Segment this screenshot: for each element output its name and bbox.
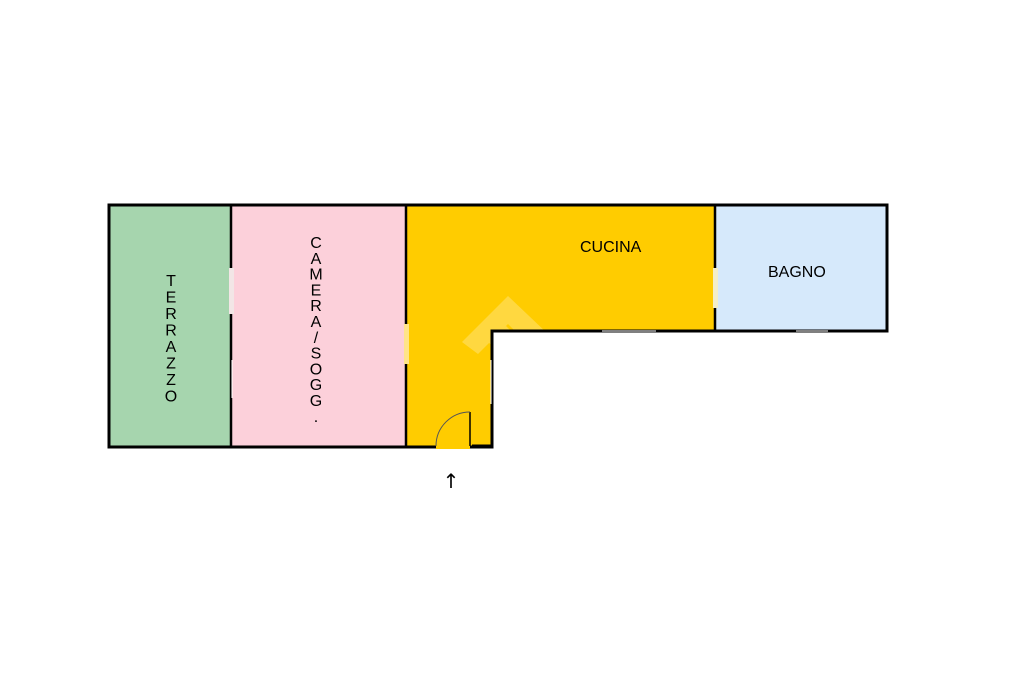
- entrance-door: [435, 411, 492, 449]
- room-bagno: [715, 206, 886, 331]
- label-bagno: BAGNO: [768, 264, 826, 281]
- opening-cucina-bagno: [713, 268, 718, 308]
- room-terrazzo: [110, 206, 231, 446]
- room-cucina: [406, 206, 715, 446]
- watermark-logo: [462, 296, 548, 358]
- windows: [231, 330, 828, 404]
- opening-camera-cucina: [404, 324, 409, 364]
- outer-walls: [107, 203, 889, 449]
- room-camera: [231, 206, 406, 446]
- entrance-arrow-icon: ↑: [443, 469, 460, 493]
- opening-terrazzo-camera: [229, 268, 234, 314]
- interior-walls: [229, 206, 717, 446]
- label-cucina: CUCINA: [580, 239, 642, 256]
